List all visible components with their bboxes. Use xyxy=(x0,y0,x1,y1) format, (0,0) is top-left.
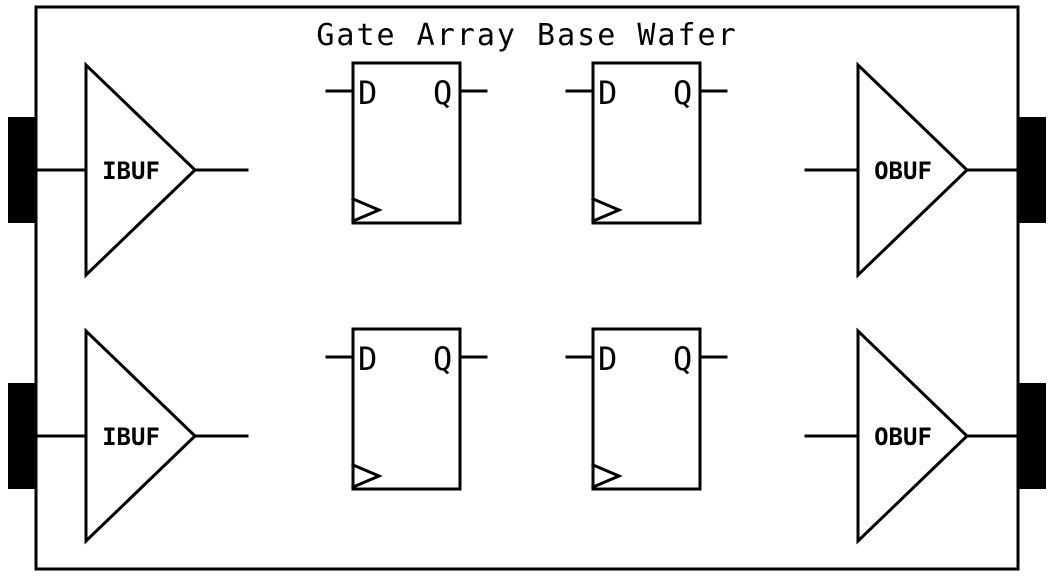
output-pad-top xyxy=(1018,117,1046,223)
ibuf-label: IBUF xyxy=(102,157,160,185)
output-buffer-bottom: OBUF xyxy=(804,327,1020,545)
obuf-triangle xyxy=(856,61,970,279)
q-pin-label: Q xyxy=(433,74,452,112)
flip-flop-bottom-right: D Q xyxy=(565,327,728,491)
wafer-boundary xyxy=(34,5,1020,571)
flip-flop-bottom-left: D Q xyxy=(325,327,488,491)
ibuf-label: IBUF xyxy=(102,423,160,451)
d-pin-label: D xyxy=(358,340,377,378)
ibuf-triangle xyxy=(84,61,198,279)
ibuf-triangle xyxy=(84,327,198,545)
flip-flop-top-right: D Q xyxy=(565,61,728,225)
obuf-label: OBUF xyxy=(874,157,932,185)
clock-input-marker xyxy=(591,197,623,223)
clock-input-marker xyxy=(351,463,383,489)
q-pin-label: Q xyxy=(673,74,692,112)
flip-flop-body xyxy=(351,61,462,225)
output-buffer-top: OBUF xyxy=(804,61,1020,279)
input-pad-bottom xyxy=(8,383,36,489)
flip-flop-body xyxy=(591,327,702,491)
clock-input-marker xyxy=(351,197,383,223)
input-buffer-top: IBUF xyxy=(34,61,249,279)
q-pin-label: Q xyxy=(433,340,452,378)
input-buffer-bottom: IBUF xyxy=(34,327,249,545)
obuf-triangle xyxy=(856,327,970,545)
flip-flop-top-left: D Q xyxy=(325,61,488,225)
q-pin-label: Q xyxy=(673,340,692,378)
flip-flop-body xyxy=(591,61,702,225)
d-pin-label: D xyxy=(598,340,617,378)
input-pad-top xyxy=(8,117,36,223)
d-pin-label: D xyxy=(598,74,617,112)
d-pin-label: D xyxy=(358,74,377,112)
obuf-label: OBUF xyxy=(874,423,932,451)
diagram-title: Gate Array Base Wafer xyxy=(316,18,737,53)
flip-flop-body xyxy=(351,327,462,491)
output-pad-bottom xyxy=(1018,383,1046,489)
clock-input-marker xyxy=(591,463,623,489)
